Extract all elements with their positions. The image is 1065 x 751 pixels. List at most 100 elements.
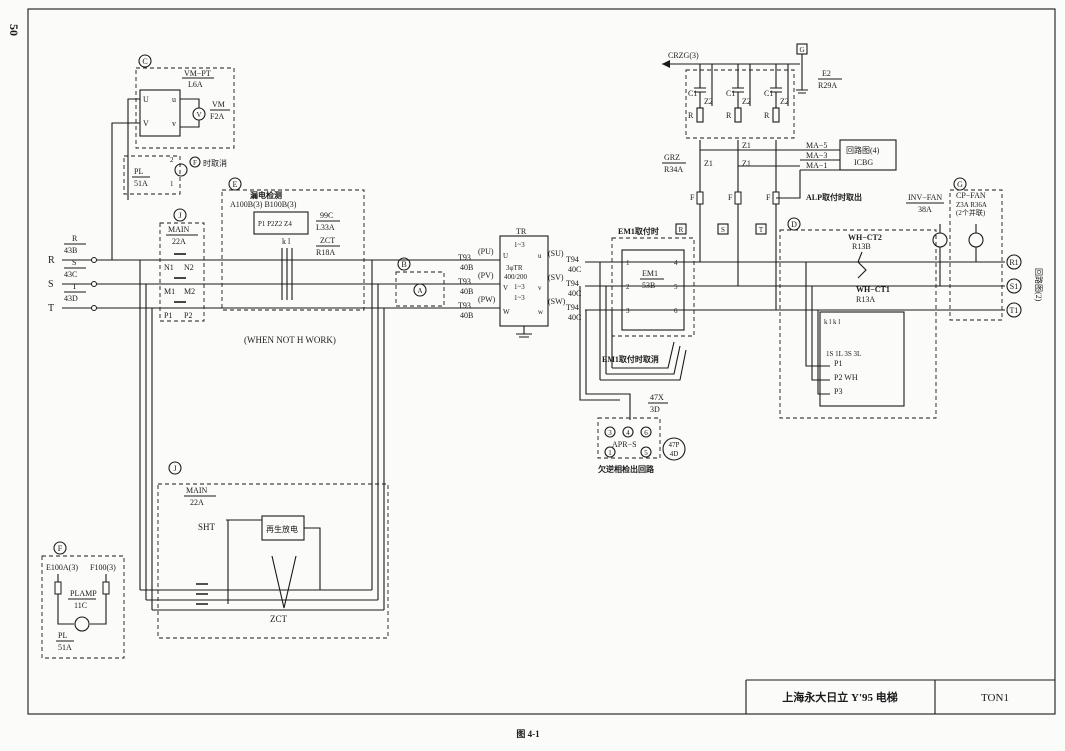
box-ref-g: G <box>799 46 804 54</box>
tr-in-w: (PW) <box>478 295 496 304</box>
tr-40b-v: 40B <box>460 287 473 296</box>
cp-fan-icon <box>968 232 984 248</box>
em1-name: EM1 <box>642 269 658 278</box>
grz-code: R34A <box>664 165 683 174</box>
em1-boundary <box>611 237 695 337</box>
vm-pt-boundary <box>135 67 235 149</box>
tr-ratio-top: 1~3 <box>514 241 525 249</box>
title-block: 上海永大日立 Y'95 电梯 TON1 <box>745 679 1055 714</box>
vm-pt-code: L6A <box>188 80 203 89</box>
tr-in-u: (PU) <box>478 247 494 256</box>
cap-c1-1: C1 <box>688 89 697 98</box>
wh-ct2-name: WH−CT2 <box>848 233 882 242</box>
tr-ratio-mid: 1~3 <box>514 283 525 291</box>
ref-c: C <box>142 57 147 66</box>
pl-top-name: PL <box>134 167 143 176</box>
cap-z2-1: Z2 <box>704 97 713 106</box>
supply-r-code: 43B <box>64 246 77 255</box>
out-s1: S1 <box>1010 282 1018 291</box>
inv-fan-icon <box>932 232 948 248</box>
wh-p2: P2 WH <box>834 373 858 382</box>
leakage-kl: k l <box>282 237 291 246</box>
em1-n1: 1 <box>626 259 630 267</box>
wh-p1: P1 <box>834 359 842 368</box>
crzg-label: CRZG(3) <box>668 51 699 60</box>
vm-u2: u <box>172 95 176 104</box>
rc-column-2: C1 Z2 R <box>726 64 751 123</box>
apr-4d: 4D <box>670 450 679 458</box>
em1-n6: 6 <box>674 307 678 315</box>
apr-caption: 欠逆相检出回路 <box>598 464 655 474</box>
main-top-name: MAIN <box>168 225 190 234</box>
ref-b: B <box>401 260 406 269</box>
fuse-f-2: F <box>728 193 733 202</box>
supply-label-s: S <box>48 279 54 290</box>
supply-t-code-top: T <box>72 282 77 291</box>
apr-n6: 6 <box>644 429 648 437</box>
tr-t94-u: T94 <box>566 255 579 264</box>
supply-t-code: 43D <box>64 294 78 303</box>
apr-code-bot: 3D <box>650 405 660 414</box>
meter-b-boundary <box>395 271 445 307</box>
wh-p3: P3 <box>834 387 842 396</box>
plamp-pl-code: 51A <box>58 643 72 652</box>
cp-fan-note: (2个并联) <box>956 208 986 217</box>
main-top-p1: P1 <box>164 311 172 320</box>
em1-n2: 2 <box>626 283 630 291</box>
apr-name: APR−S <box>612 440 637 449</box>
tr-v: V <box>503 284 508 292</box>
main-top-m1: M1 <box>164 287 175 296</box>
cp-fan-code: Z3A R36A <box>956 201 987 209</box>
box-ref-t: T <box>759 226 764 234</box>
z1-top: Z1 <box>742 141 751 150</box>
ref-d: D <box>791 220 797 229</box>
ma-circuit: 回路图(4) <box>846 145 880 155</box>
e2-name: E2 <box>822 69 831 78</box>
main-top-boundary <box>159 222 205 322</box>
inv-fan-code: 38A <box>918 205 932 214</box>
vm-transformer <box>139 89 181 137</box>
leakage-r18: R18A <box>316 248 335 257</box>
vm-u: U <box>143 95 149 104</box>
leakage-pins: P1 P2Z2 Z4 <box>258 220 292 228</box>
tr-40c-u: 40C <box>568 265 581 274</box>
z1-left: Z1 <box>704 159 713 168</box>
svg-text:A: A <box>417 287 422 295</box>
tr-t93-v: T93 <box>458 277 471 286</box>
page-number: 50 <box>7 24 21 36</box>
wh-ct1-pins: k l k l <box>824 318 840 326</box>
tr-label1: 3φTR <box>506 264 523 272</box>
wh-ct1-code: R13A <box>856 295 875 304</box>
apr-n4: 4 <box>626 429 630 437</box>
ref-j-top: J <box>178 211 181 220</box>
wh-ct1-term: 1S 1L 3S 3L <box>826 350 861 358</box>
main-top-p2: P2 <box>184 311 192 320</box>
ma-alp: ALP取付时取出 <box>806 192 862 202</box>
cap-c1-3: C1 <box>764 89 773 98</box>
apr-n5: 5 <box>644 449 648 457</box>
cap-c1-2: C1 <box>726 89 735 98</box>
tr-t93-u: T93 <box>458 253 471 262</box>
tr-label2: 400/200 <box>504 273 527 281</box>
icbg-box <box>839 139 897 171</box>
tr-out-v: (SV) <box>548 273 564 282</box>
box-ref-r: R <box>679 226 684 234</box>
apr-code-top: 47X <box>650 393 664 402</box>
wh-ct2-code: R13B <box>852 242 871 251</box>
cap-r-2: R <box>726 111 732 120</box>
em1-contactor <box>621 249 685 331</box>
svg-text:V: V <box>196 111 201 119</box>
supply-s-code-top: S <box>72 258 76 267</box>
rc-column-1: C1 Z2 R <box>688 64 713 123</box>
tr-ratio-bot: 1~3 <box>514 294 525 302</box>
ammeter-icon <box>413 283 427 297</box>
cp-fan-name: CP−FAN <box>956 191 986 200</box>
title-block-code: TON1 <box>981 692 1009 704</box>
vm-v2: v <box>172 119 176 128</box>
em1-cancel: EM1取付时取消 <box>602 354 659 364</box>
tr-name: TR <box>516 227 527 236</box>
apr-boundary <box>597 417 661 459</box>
cap-z2-2: Z2 <box>742 97 751 106</box>
tr-u: U <box>503 252 508 260</box>
